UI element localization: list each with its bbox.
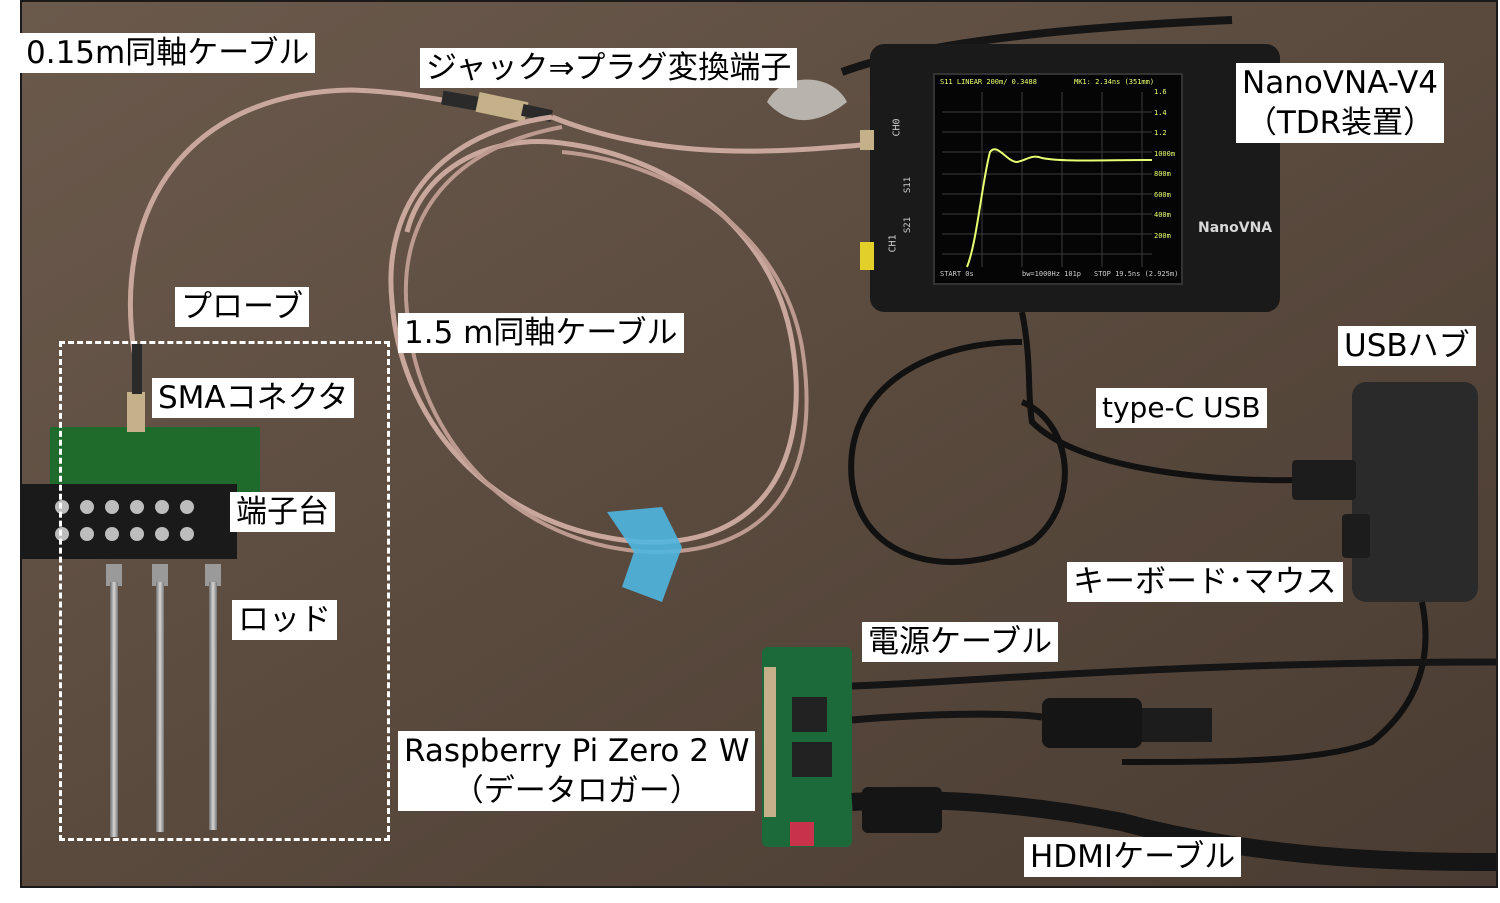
rpi-gpio-holes bbox=[764, 667, 776, 817]
screen-marker: MK1: 2.34ns (351mm) bbox=[1074, 78, 1155, 86]
ch1-label: CH1 bbox=[887, 234, 899, 253]
usb-hub-body bbox=[1352, 382, 1478, 602]
rod-3 bbox=[209, 582, 217, 830]
sma-connector bbox=[127, 392, 145, 432]
guitar-pick bbox=[767, 79, 847, 121]
otg-cable bbox=[851, 710, 1043, 724]
s21-label: S21 bbox=[903, 216, 914, 234]
probe-pcb bbox=[50, 427, 260, 497]
tdr-trace bbox=[966, 148, 1153, 268]
s11-label: S11 bbox=[903, 176, 914, 194]
label-probe: プローブ bbox=[175, 287, 310, 327]
terminal-screws bbox=[55, 500, 194, 541]
label-power-cable: 電源ケーブル bbox=[862, 622, 1059, 662]
usb-plug-1 bbox=[1292, 460, 1356, 500]
otg-adapter bbox=[1042, 698, 1142, 748]
probe-dashed-box bbox=[59, 341, 390, 841]
label-keyboard-mouse: キーボード･マウス bbox=[1067, 562, 1343, 602]
nanovna-screen bbox=[933, 73, 1183, 285]
screen-y-tick: 1.4 bbox=[1154, 108, 1167, 117]
label-nanovna-line1: NanoVNA-V4 bbox=[1242, 65, 1439, 101]
label-coax-015m: 0.15m同軸ケーブル bbox=[20, 33, 316, 73]
terminal-block bbox=[22, 484, 237, 559]
screen-header: S11 LINEAR 200m/ 0.3488 bbox=[940, 78, 1037, 86]
rod-clamp-2 bbox=[152, 564, 168, 586]
screen-bw: bw=1000Hz 101p bbox=[1022, 270, 1082, 278]
ch0-label: CH0 bbox=[891, 118, 903, 137]
label-rod: ロッド bbox=[232, 600, 337, 640]
screen-y-tick: 400m bbox=[1154, 211, 1171, 219]
rpi-sd-card bbox=[790, 822, 814, 846]
label-sma: SMAコネクタ bbox=[152, 378, 355, 418]
blue-tape bbox=[607, 507, 682, 602]
label-nanovna-line2: （TDR装置） bbox=[1245, 105, 1435, 141]
screen-stop: STOP 19.5ns (2.925m) bbox=[1094, 270, 1179, 278]
label-coax-15m: 1.5 m同軸ケーブル bbox=[398, 313, 684, 353]
label-rpi-line1: Raspberry Pi Zero 2 W bbox=[404, 733, 750, 769]
screen-y-tick: 1.6 bbox=[1154, 88, 1167, 96]
rod-clamp-1 bbox=[106, 564, 122, 586]
label-hdmi: HDMIケーブル bbox=[1024, 837, 1242, 877]
screen-start: START 0s bbox=[940, 270, 974, 278]
screen-y-tick: 1.2 bbox=[1154, 129, 1167, 137]
adapter-nut-left bbox=[441, 90, 485, 112]
wireless-dongle bbox=[1142, 708, 1212, 742]
coax-cable-15m-end bbox=[551, 114, 863, 154]
rpi-chip bbox=[792, 697, 827, 732]
sma-boot bbox=[132, 344, 142, 394]
label-typec: type-C USB bbox=[1096, 388, 1267, 428]
screen-y-tick: 1000m bbox=[1154, 149, 1176, 158]
screen-y-tick: 600m bbox=[1154, 190, 1171, 199]
power-cable bbox=[851, 658, 1496, 690]
rod-1 bbox=[110, 582, 118, 837]
label-adapter: ジャック⇒プラグ変換端子 bbox=[420, 48, 798, 88]
nanovna-ch0-port bbox=[860, 130, 874, 150]
coax-cable-15m-loop bbox=[388, 114, 799, 545]
label-raspberry-pi: Raspberry Pi Zero 2 W （データロガー） bbox=[398, 731, 756, 811]
setup-photo: NanoVNA CH0 CH1 S11 S21 S11 LINEAR 200m/… bbox=[20, 0, 1498, 888]
jack-plug-adapter bbox=[475, 92, 529, 122]
nanovna-knob bbox=[860, 242, 874, 270]
usb-plug-2 bbox=[1342, 514, 1370, 558]
screen-grid bbox=[942, 92, 1152, 267]
screen-y-tick: 800m bbox=[1154, 170, 1171, 178]
coax-cable-015m bbox=[128, 87, 443, 353]
label-rpi-line2: （データロガー） bbox=[452, 773, 701, 809]
photo-scene bbox=[22, 2, 1496, 886]
label-usb-hub: USBハブ bbox=[1338, 326, 1476, 366]
hdmi-plug bbox=[862, 787, 942, 833]
rod-2 bbox=[156, 582, 164, 832]
label-terminal-block: 端子台 bbox=[230, 492, 335, 532]
rod-clamp-3 bbox=[205, 564, 221, 586]
screen-y-tick: 200m bbox=[1154, 231, 1171, 240]
nanovna-brand-text: NanoVNA bbox=[1198, 220, 1273, 236]
hub-cable bbox=[1121, 601, 1429, 765]
rpi-chip-2 bbox=[792, 742, 832, 777]
typec-usb-cable-coil bbox=[848, 339, 1068, 565]
label-nanovna: NanoVNA-V4 （TDR装置） bbox=[1236, 63, 1445, 143]
